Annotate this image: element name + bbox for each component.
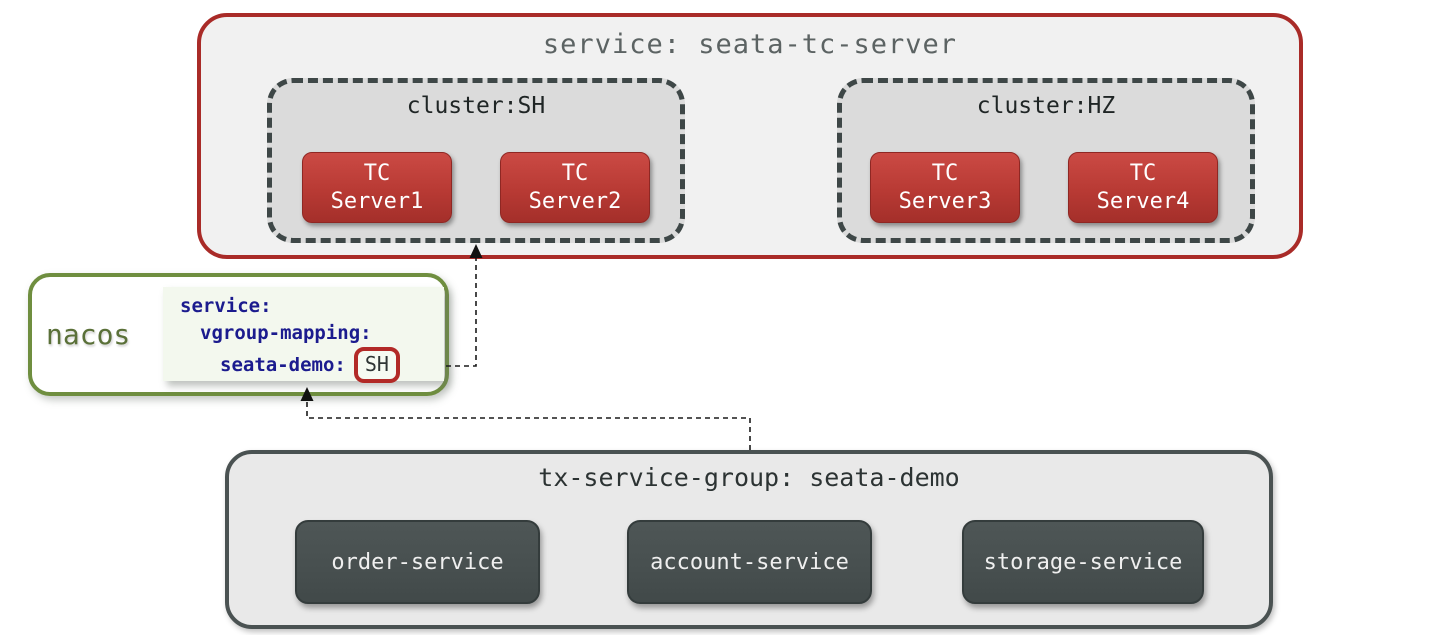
storage-service-label: storage-service [983,549,1183,575]
tc-server1-node: TC Server1 [302,152,452,223]
config-line-service: service: [180,295,272,317]
tc-server2-line2: Server2 [528,188,622,214]
order-service-label: order-service [331,549,504,575]
tc-server3-line1: TC [931,160,959,186]
tc-server4-line2: Server4 [1096,188,1190,214]
arrow-txgroup-to-nacos [306,400,751,450]
tc-server3-node: TC Server3 [870,152,1020,223]
arrow-sh-to-cluster-sh [446,257,477,367]
storage-service-node: storage-service [962,520,1204,604]
nacos-config-panel: service: vgroup-mapping: seata-demo: SH [163,287,444,383]
tc-server1-line1: TC [363,160,391,186]
account-service-node: account-service [627,520,872,604]
order-service-node: order-service [295,520,540,604]
tc-server2-line1: TC [561,160,589,186]
config-line-seata-demo: seata-demo: SH [220,347,444,383]
nacos-label: nacos [46,318,131,351]
tc-server1-line2: Server1 [330,188,424,214]
tc-server3-line2: Server3 [898,188,992,214]
tc-server2-node: TC Server2 [500,152,650,223]
cluster-hz-label: cluster:HZ [976,93,1116,119]
account-service-label: account-service [650,549,849,575]
tc-server4-node: TC Server4 [1068,152,1218,223]
tx-service-group-title: tx-service-group: seata-demo [538,463,960,492]
config-mapping-key: seata-demo: [220,353,346,376]
config-line-vgroup-mapping: vgroup-mapping: [200,322,372,344]
cluster-sh-label: cluster:SH [406,93,546,119]
tc-server-title: service: seata-tc-server [542,29,958,60]
mapping-value-badge: SH [353,347,400,383]
tc-server4-line1: TC [1129,160,1157,186]
